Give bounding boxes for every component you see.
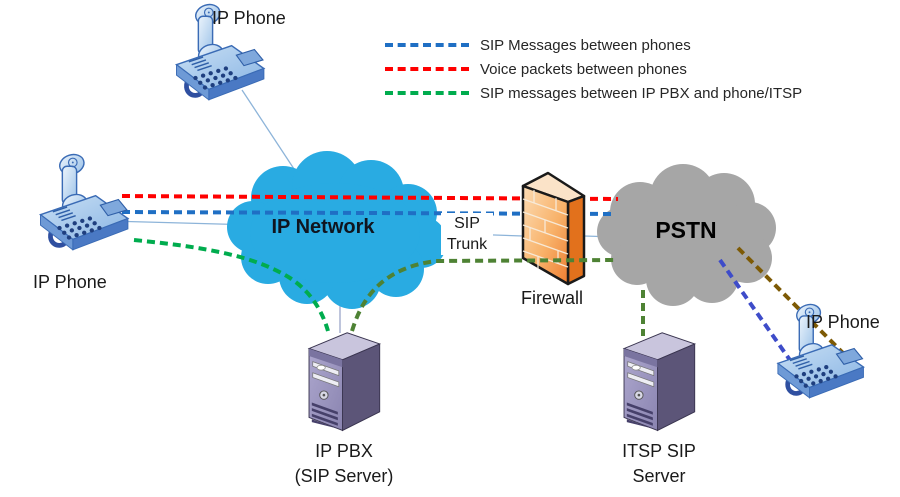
ip-pbx-server-icon [308,332,381,431]
ip-phone-left-icon [41,151,128,249]
ip-phone-left-label: IP Phone [33,272,107,292]
itsp-label-line1: ITSP SIP [622,441,696,461]
sip-trunk-line1: SIP [454,215,480,232]
ip-phone-top-label: IP Phone [212,8,286,28]
itsp-sip-server-icon [623,332,696,431]
pstn-label: PSTN [655,217,717,243]
legend-item-sip-messages: SIP Messages between phones [385,34,691,56]
pstn-signal-line [718,258,794,365]
ip-pbx-label-line2: (SIP Server) [294,466,394,486]
pbx-trunk-sip-line [350,258,615,332]
legend-label: SIP messages between IP PBX and phone/IT… [480,84,803,102]
ip-pbx-label-line1: IP PBX [315,441,373,461]
ip-network-label: IP Network [271,216,375,238]
red-dash-swatch [385,67,469,71]
sip-trunk-line2: Trunk [446,236,488,253]
itsp-label-line2: Server [632,466,686,486]
sip-trunk-label: SIP Trunk [441,213,493,255]
legend-item-pbx-sip: SIP messages between IP PBX and phone/IT… [385,82,802,104]
blue-dash-swatch [385,43,469,47]
green-dash-swatch [385,91,469,95]
voice-packets-line [121,194,619,201]
legend-label: SIP Messages between phones [480,36,691,54]
legend-label: Voice packets between phones [480,60,687,78]
firewall-label: Firewall [520,288,583,308]
legend-item-voice-packets: Voice packets between phones [385,58,687,80]
firewall-icon [521,171,586,286]
ip-phone-right-label: IP Phone [806,312,880,332]
